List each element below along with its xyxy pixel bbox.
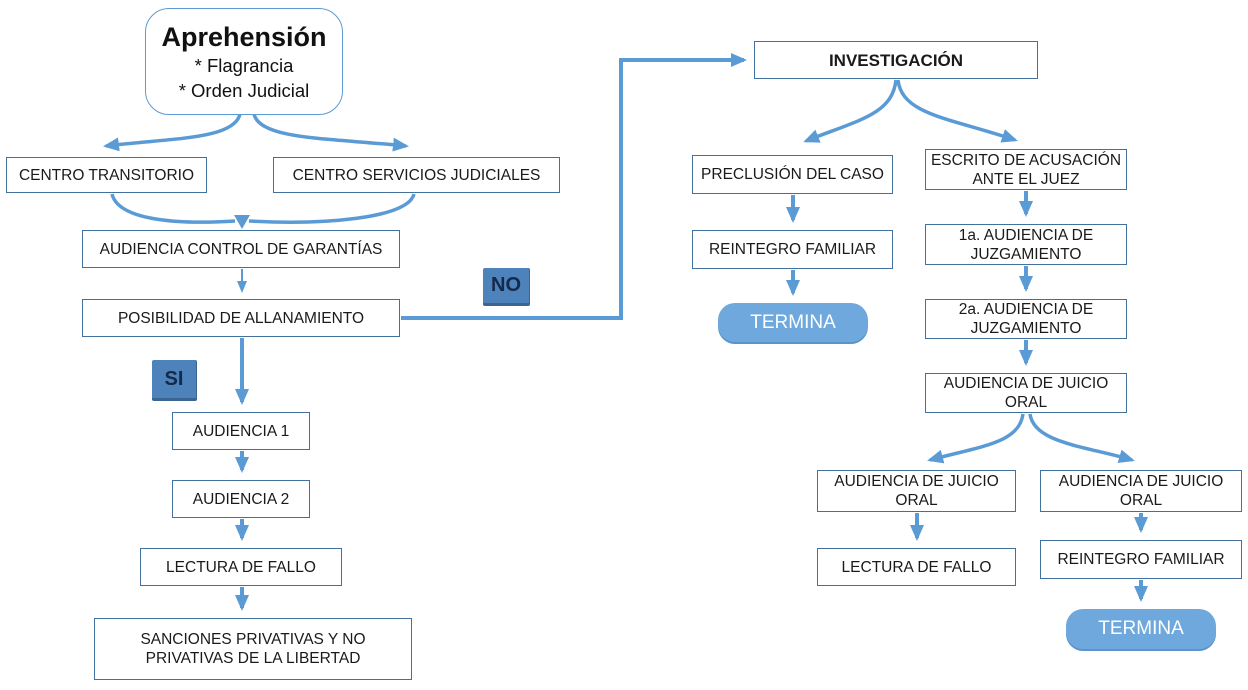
- node-aprehension-item-orden-judicial: * Orden Judicial: [178, 79, 310, 101]
- node-reintegro-familiar-1: REINTEGRO FAMILIAR: [692, 230, 893, 269]
- node-reintegro-familiar-2: REINTEGRO FAMILIAR: [1040, 540, 1242, 579]
- badge-si: SI: [152, 360, 197, 401]
- node-centro-transitorio: CENTRO TRANSITORIO: [6, 157, 207, 193]
- node-aprehension-title: Aprehensión: [161, 21, 327, 52]
- node-escrito-acusacion: ESCRITO DE ACUSACIÓN ANTE EL JUEZ: [925, 149, 1127, 190]
- node-audiencia-2: AUDIENCIA 2: [172, 480, 310, 518]
- node-audiencia-juicio-oral-der: AUDIENCIA DE JUICIO ORAL: [1040, 470, 1242, 512]
- badge-no: NO: [483, 268, 530, 306]
- node-aprehension-item-flagrancia: * Flagrancia: [194, 54, 294, 76]
- node-audiencia-juicio-oral-izq: AUDIENCIA DE JUICIO ORAL: [817, 470, 1016, 512]
- node-audiencia-1: AUDIENCIA 1: [172, 412, 310, 450]
- node-lectura-fallo-izq: LECTURA DE FALLO: [140, 548, 342, 586]
- node-audiencia-control-garantias: AUDIENCIA CONTROL DE GARANTÍAS: [82, 230, 400, 268]
- node-preclusion-caso: PRECLUSIÓN DEL CASO: [692, 155, 893, 194]
- node-termina-1: TERMINA: [718, 303, 868, 342]
- node-aprehension: Aprehensión * Flagrancia * Orden Judicia…: [145, 8, 343, 115]
- node-audiencia-juzgamiento-1: 1a. AUDIENCIA DE JUZGAMIENTO: [925, 224, 1127, 265]
- node-termina-2: TERMINA: [1066, 609, 1216, 649]
- node-audiencia-juzgamiento-2: 2a. AUDIENCIA DE JUZGAMIENTO: [925, 299, 1127, 339]
- node-audiencia-juicio-oral: AUDIENCIA DE JUICIO ORAL: [925, 373, 1127, 413]
- node-investigacion: INVESTIGACIÓN: [754, 41, 1038, 79]
- node-lectura-fallo-der: LECTURA DE FALLO: [817, 548, 1016, 586]
- node-sanciones: SANCIONES PRIVATIVAS Y NO PRIVATIVAS DE …: [94, 618, 412, 680]
- node-centro-servicios-judiciales: CENTRO SERVICIOS JUDICIALES: [273, 157, 560, 193]
- node-posibilidad-allanamiento: POSIBILIDAD DE ALLANAMIENTO: [82, 299, 400, 337]
